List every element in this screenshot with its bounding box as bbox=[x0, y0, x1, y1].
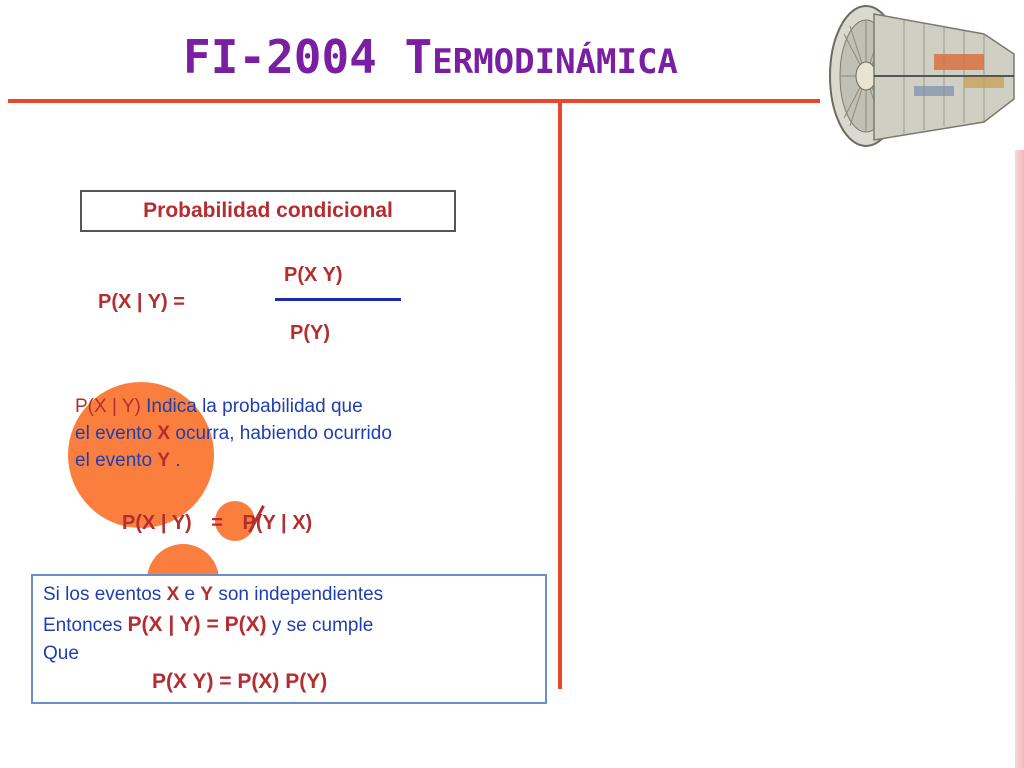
formula-numerator: P(X Y) bbox=[284, 264, 343, 286]
inequality-right: P(Y | X) bbox=[242, 512, 313, 534]
description-line-3: el evento Y . bbox=[75, 450, 181, 471]
section-heading: Probabilidad condicional bbox=[80, 190, 456, 232]
info-line-1: Si los eventos X e Y son independientes bbox=[43, 584, 384, 605]
title-rest: ERMODINÁMICA bbox=[432, 42, 678, 82]
independence-formula: P(X | Y) = P(X) bbox=[127, 613, 267, 636]
vertical-divider bbox=[558, 99, 562, 689]
independence-info-box bbox=[31, 574, 547, 704]
conditional-description: P(X | Y) Indica la probabilidad que el e… bbox=[75, 393, 545, 474]
info-line-2: Entonces P(X | Y) = P(X) y se cumple bbox=[43, 613, 374, 636]
title-prefix: FI-2004 T bbox=[183, 30, 433, 84]
fraction-bar bbox=[275, 298, 401, 301]
description-line-1: P(X | Y) Indica la probabilidad que bbox=[75, 396, 363, 417]
info-line-3: Que bbox=[43, 643, 79, 664]
right-edge-band bbox=[1015, 150, 1024, 768]
formula-lhs: P(X | Y) = bbox=[98, 291, 185, 313]
inequality-left: P(X | Y) bbox=[122, 512, 192, 534]
description-line-2: el evento X ocurra, habiendo ocurrido bbox=[75, 423, 392, 444]
inequality-statement: P(X | Y) = P(Y | X) bbox=[122, 512, 312, 535]
decor-circle-small bbox=[215, 501, 255, 541]
slide-title: FI-2004 TERMODINÁMICA bbox=[183, 34, 678, 80]
title-underline bbox=[8, 99, 820, 103]
description-term: P(X | Y) bbox=[75, 396, 141, 417]
decor-circle-large bbox=[68, 382, 214, 528]
turbine-engine-illustration bbox=[829, 5, 1015, 147]
formula-denominator: P(Y) bbox=[290, 322, 330, 344]
inequality-operator: = bbox=[211, 512, 223, 534]
info-line-4: P(X Y) = P(X) P(Y) bbox=[152, 670, 327, 694]
product-formula: P(X Y) = P(X) P(Y) bbox=[152, 670, 328, 693]
